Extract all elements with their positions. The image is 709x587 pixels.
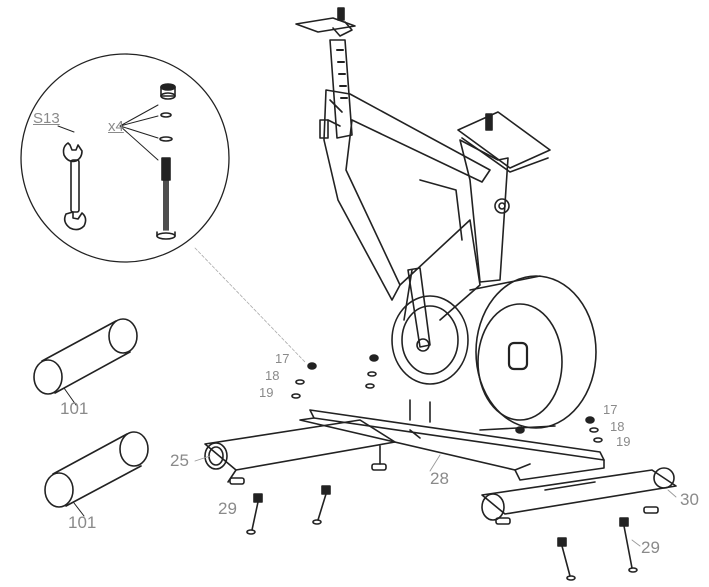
rear-stabilizer (481, 467, 677, 525)
part-29-label-front: 29 (218, 499, 237, 518)
part-30-label: 30 (680, 490, 699, 509)
part-17-label-left: 17 (275, 351, 290, 366)
bolt-29-front-b (312, 485, 331, 525)
quantity-label: x4 (108, 118, 124, 135)
bolt-29-rear-b (619, 517, 638, 573)
fastener-stack-left (291, 354, 379, 399)
bolt-29-front-a (246, 493, 263, 535)
part-101-label-lower: 101 (68, 513, 97, 532)
front-stabilizer (204, 419, 396, 485)
part-29-label-rear: 29 (641, 538, 660, 557)
part-28-label: 28 (430, 469, 449, 488)
hardware-detail-callout (20, 53, 306, 363)
part-17-label-right: 17 (603, 402, 618, 417)
end-cap-tube-lower (44, 431, 149, 517)
bolt-29-rear-a (557, 537, 576, 581)
main-base-beam (299, 409, 605, 481)
exercise-bike (295, 7, 597, 431)
leader-lines (194, 454, 677, 547)
part-101-label-upper: 101 (60, 399, 89, 418)
part-18-label-left: 18 (265, 368, 280, 383)
part-18-label-right: 18 (610, 419, 625, 434)
bolt-icon (119, 83, 176, 240)
end-cap-tube-upper (33, 318, 138, 406)
part-19-label-left: 19 (259, 385, 274, 400)
part-25-label: 25 (170, 451, 189, 470)
wrench-icon (62, 142, 87, 231)
part-19-label-right: 19 (616, 434, 631, 449)
wrench-label: S13 (33, 110, 60, 127)
fastener-stack-right (515, 416, 603, 443)
